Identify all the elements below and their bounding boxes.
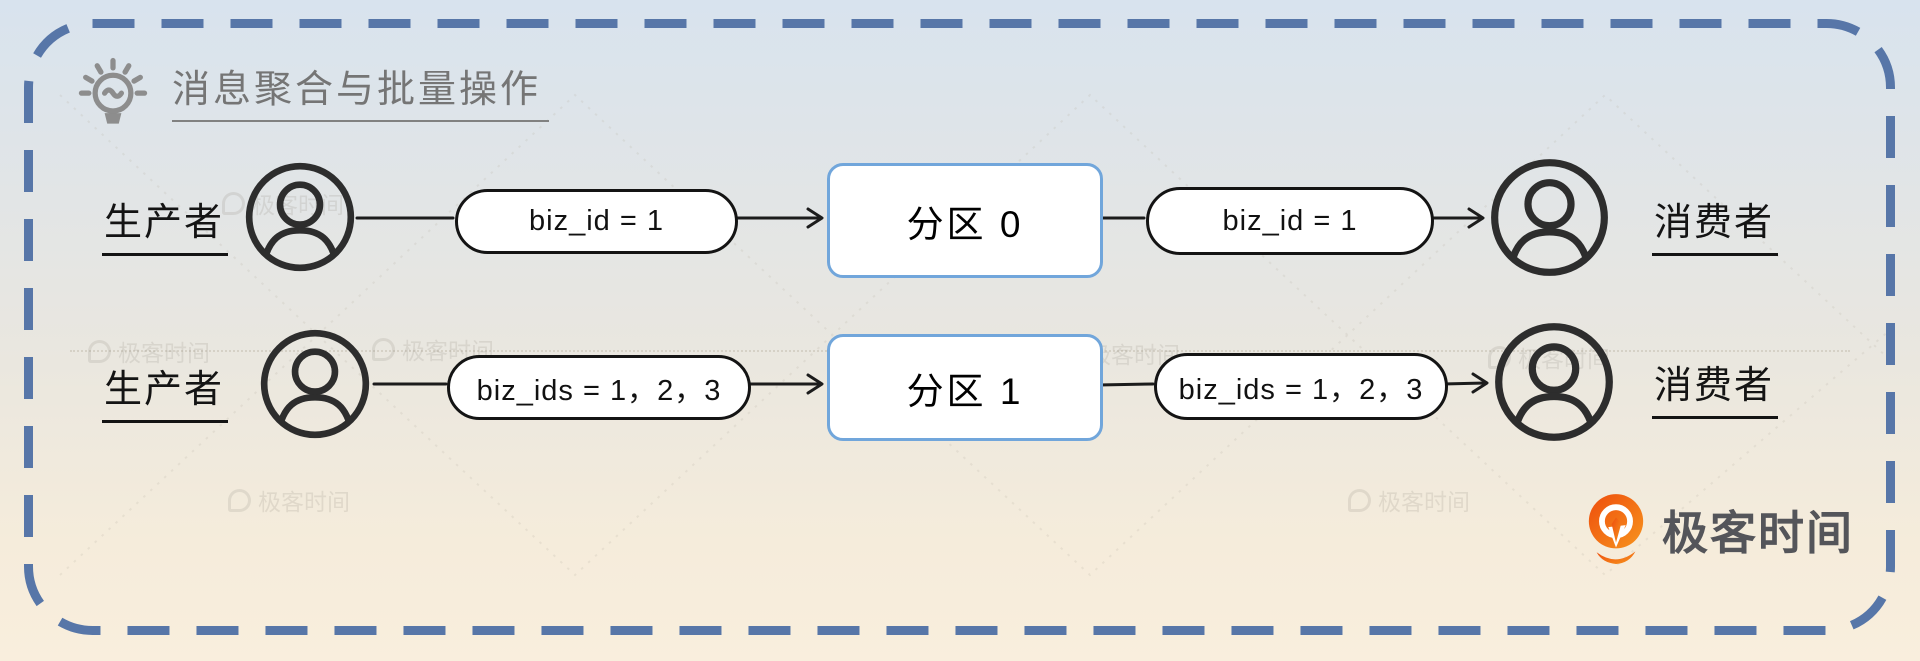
geektime-q-icon — [1588, 494, 1644, 564]
consumer-label-row1: 消费者 — [1652, 191, 1779, 256]
watermark: 极客时间 — [228, 483, 350, 517]
producer-label-row2: 生产者 — [102, 358, 229, 423]
message-pill-in-row2: biz_ids = 1，2，3 — [447, 355, 751, 420]
consumer-label-row2: 消费者 — [1652, 354, 1779, 419]
arrowhead-icon — [1471, 372, 1489, 394]
message-pill-out-row2: biz_ids = 1，2，3 — [1154, 353, 1448, 420]
partition-box-0: 分区 0 — [827, 163, 1103, 278]
producer-person-icon-row2 — [258, 327, 372, 441]
arrowhead-icon — [1467, 207, 1485, 229]
connector-message-to-consumer-row2 — [1441, 381, 1487, 386]
watermark: 极客时间 — [1348, 483, 1470, 517]
brand-name: 极客时间 — [1662, 507, 1854, 559]
partition-box-1: 分区 1 — [827, 334, 1103, 441]
watermark-q-icon — [372, 337, 395, 361]
partition-label: 分区 0 — [906, 203, 1024, 245]
arrowhead-icon — [806, 373, 824, 395]
partition-label: 分区 1 — [906, 370, 1024, 412]
consumer-person-icon-row1 — [1488, 156, 1611, 279]
message-text: biz_ids = 1，2，3 — [1178, 373, 1424, 406]
watermark-q-icon — [228, 488, 251, 512]
consumer-person-icon-row2 — [1492, 320, 1616, 444]
producer-person-icon-row1 — [243, 160, 357, 274]
watermark-q-icon — [1348, 488, 1371, 512]
diagram-header: 消息聚合与批量操作 — [72, 48, 550, 132]
producer-label-row1: 生产者 — [102, 191, 229, 256]
lightbulb-icon — [78, 57, 148, 124]
arrowhead-icon — [806, 207, 824, 229]
message-text: biz_ids = 1，2，3 — [476, 374, 722, 407]
message-pill-out-row1: biz_id = 1 — [1146, 187, 1434, 255]
brand-logo: 极客时间 — [1584, 492, 1854, 568]
message-pill-in-row1: biz_id = 1 — [455, 189, 738, 254]
connector-partition-to-message-row2 — [1096, 382, 1155, 387]
message-text: biz_id = 1 — [529, 205, 664, 237]
message-text: biz_id = 1 — [1222, 204, 1358, 237]
page-title: 消息聚合与批量操作 — [172, 58, 550, 122]
